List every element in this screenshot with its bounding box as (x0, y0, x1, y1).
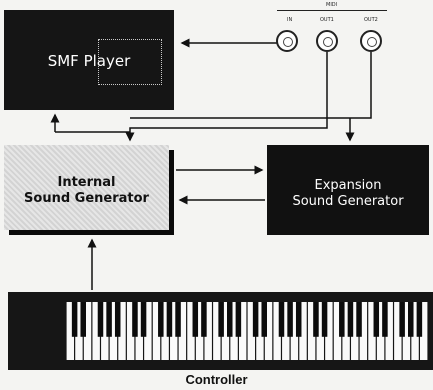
out2-port-label: OUT2 (364, 17, 378, 23)
black-key (322, 302, 328, 337)
expansion-label-line1: Expansion (267, 178, 429, 194)
black-key (72, 302, 78, 337)
in-port-label: IN (287, 17, 292, 23)
black-key (227, 302, 233, 337)
black-key (167, 302, 173, 337)
wire-in-to-smf (182, 43, 287, 44)
black-key (115, 302, 121, 337)
internal-sound-generator-block: Internal Sound Generator (4, 145, 169, 230)
black-key (193, 302, 199, 337)
black-key (80, 302, 86, 337)
controller-keyboard-block (8, 292, 433, 370)
keyboard-keys (66, 302, 428, 360)
black-key (141, 302, 147, 337)
black-key (261, 302, 267, 337)
black-key (132, 302, 138, 337)
midi-in-jack-icon (276, 30, 298, 52)
black-key (158, 302, 164, 337)
midi-out2-jack-icon (360, 30, 382, 52)
midi-out1-jack-icon (316, 30, 338, 52)
black-key (348, 302, 354, 337)
expansion-sound-generator-block: Expansion Sound Generator (267, 145, 429, 235)
controller-label: Controller (0, 372, 433, 387)
black-key (399, 302, 405, 337)
black-key (287, 302, 293, 337)
expansion-label: Expansion Sound Generator (267, 178, 429, 210)
black-key (382, 302, 388, 337)
black-key (339, 302, 345, 337)
midi-header-label: MIDI (326, 2, 337, 8)
black-key (106, 302, 112, 337)
black-key (313, 302, 319, 337)
smf-player-block: SMF Player (4, 10, 174, 110)
black-key (417, 302, 423, 337)
internal-label: Internal Sound Generator (4, 175, 169, 207)
internal-label-line2: Sound Generator (4, 191, 169, 207)
internal-label-line1: Internal (4, 175, 169, 191)
out1-port-label: OUT1 (320, 17, 334, 23)
black-key (253, 302, 259, 337)
black-key (98, 302, 104, 337)
black-key (356, 302, 362, 337)
smf-player-label: SMF Player (4, 52, 174, 70)
black-key (408, 302, 414, 337)
expansion-label-line2: Sound Generator (267, 194, 429, 210)
black-key (296, 302, 302, 337)
midi-ports-bar (277, 10, 387, 17)
black-key (201, 302, 207, 337)
black-key (374, 302, 380, 337)
black-key (175, 302, 181, 337)
black-key (218, 302, 224, 337)
black-key (279, 302, 285, 337)
black-key (236, 302, 242, 337)
